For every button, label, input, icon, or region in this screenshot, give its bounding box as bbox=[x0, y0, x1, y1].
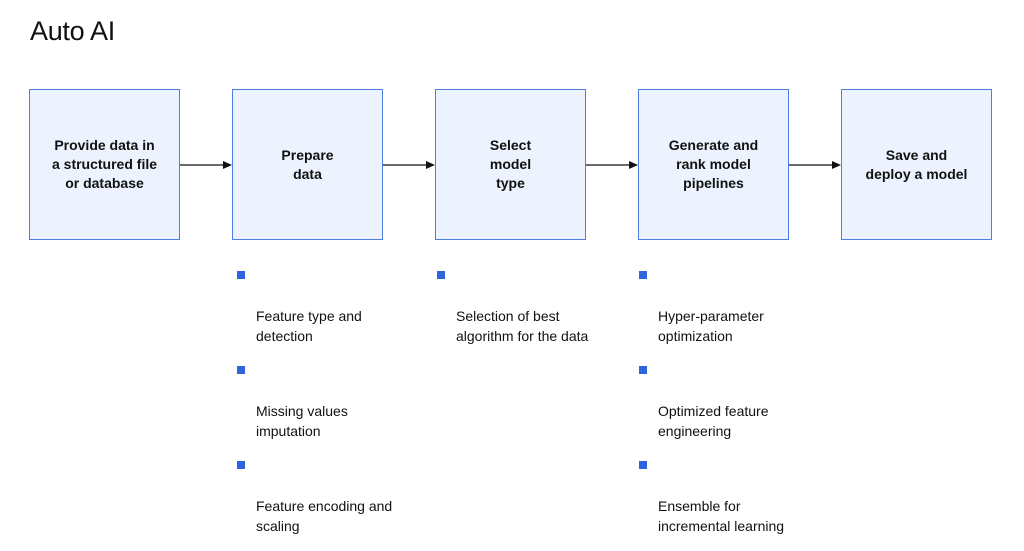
list-item-text: Feature type and detection bbox=[256, 308, 362, 344]
step-save-deploy: Save and deploy a model bbox=[841, 89, 992, 240]
list-item: Missing values imputation bbox=[237, 361, 427, 441]
right-arrow-icon bbox=[180, 161, 232, 169]
right-arrow-icon bbox=[789, 161, 841, 169]
square-bullet-icon bbox=[639, 461, 647, 469]
step-label: Generate and rank model pipelines bbox=[668, 137, 759, 191]
prepare-data-details: Feature type and detection Missing value… bbox=[237, 266, 427, 551]
list-item-text: Selection of best algorithm for the data bbox=[456, 308, 589, 344]
list-item-text: Optimized feature engineering bbox=[658, 403, 769, 439]
list-item-text: Missing values imputation bbox=[256, 403, 348, 439]
step-label: Select model type bbox=[489, 137, 532, 191]
step-label: Provide data in a structured file or dat… bbox=[51, 137, 158, 191]
step-label: Save and deploy a model bbox=[865, 146, 968, 182]
step-label: Prepare data bbox=[281, 146, 334, 182]
list-item: Optimized feature engineering bbox=[639, 361, 829, 441]
step-select-model-type: Select model type bbox=[435, 89, 586, 240]
step-generate-pipelines: Generate and rank model pipelines bbox=[638, 89, 789, 240]
list-item: Hyper-parameter optimization bbox=[639, 266, 829, 346]
square-bullet-icon bbox=[639, 366, 647, 374]
right-arrow-icon bbox=[383, 161, 435, 169]
step-prepare-data: Prepare data bbox=[232, 89, 383, 240]
square-bullet-icon bbox=[437, 271, 445, 279]
square-bullet-icon bbox=[237, 271, 245, 279]
generate-pipelines-details: Hyper-parameter optimization Optimized f… bbox=[639, 266, 829, 551]
square-bullet-icon bbox=[639, 271, 647, 279]
list-item-text: Feature encoding and scaling bbox=[256, 498, 393, 534]
page-title: Auto AI bbox=[30, 16, 115, 46]
list-item: Ensemble for incremental learning bbox=[639, 456, 829, 536]
list-item: Selection of best algorithm for the data bbox=[437, 266, 627, 346]
square-bullet-icon bbox=[237, 461, 245, 469]
list-item: Feature encoding and scaling bbox=[237, 456, 427, 536]
select-model-details: Selection of best algorithm for the data bbox=[437, 266, 627, 361]
list-item-text: Hyper-parameter optimization bbox=[658, 308, 764, 344]
square-bullet-icon bbox=[237, 366, 245, 374]
list-item: Feature type and detection bbox=[237, 266, 427, 346]
step-provide-data: Provide data in a structured file or dat… bbox=[29, 89, 180, 240]
list-item-text: Ensemble for incremental learning bbox=[658, 498, 785, 534]
right-arrow-icon bbox=[586, 161, 638, 169]
